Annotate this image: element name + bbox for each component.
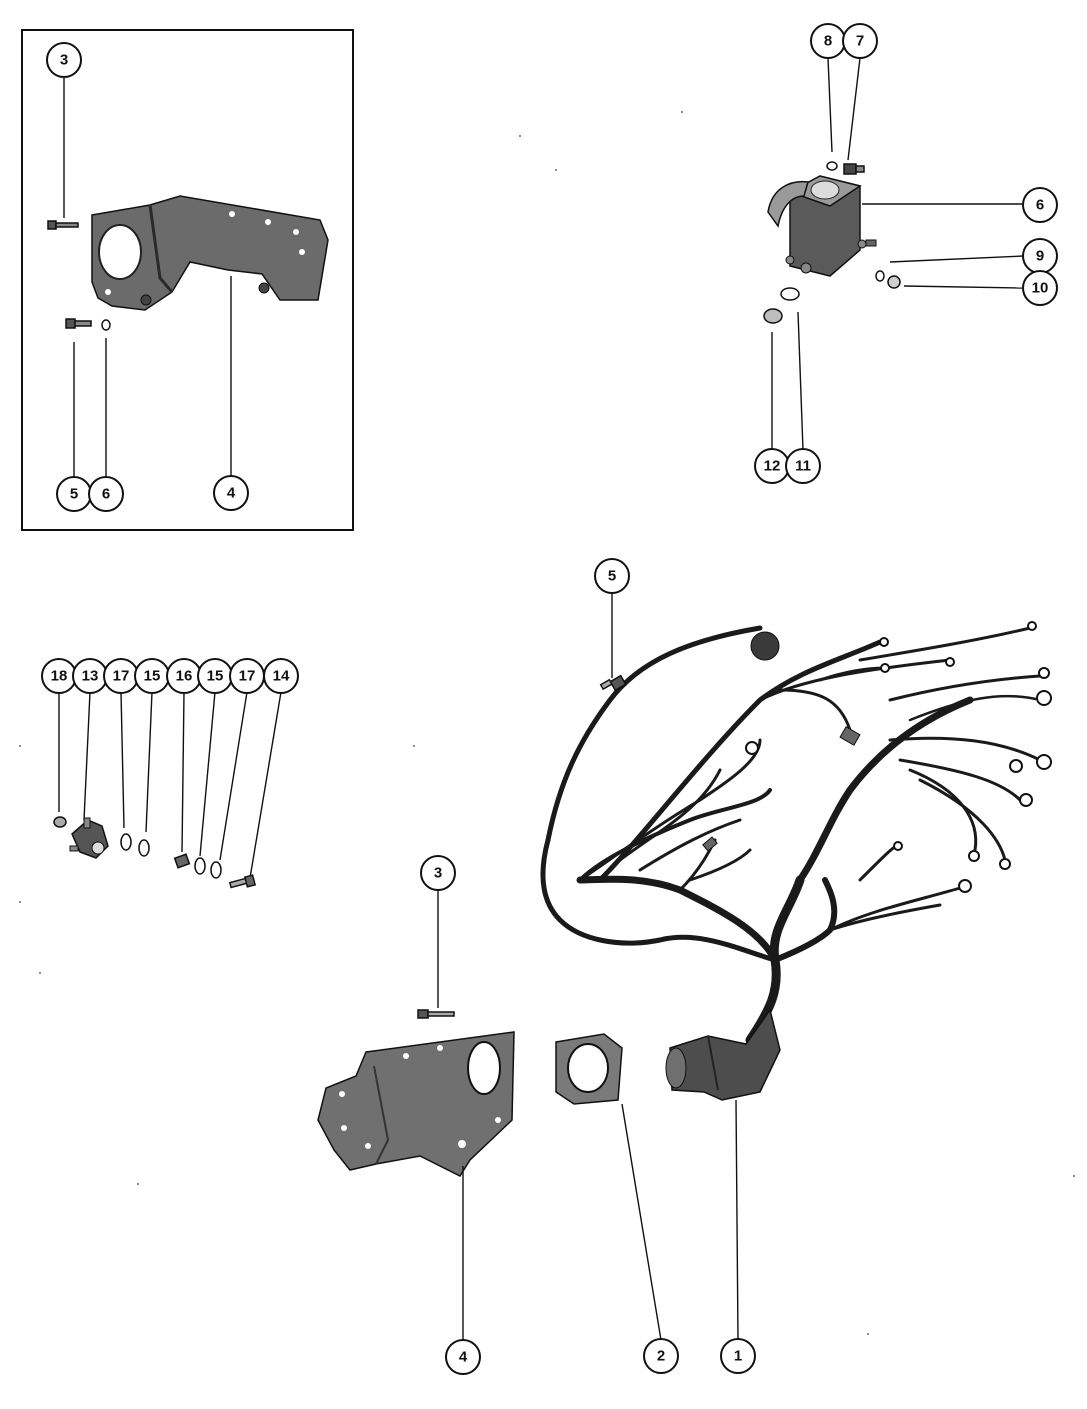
washer-15a-icon (138, 839, 150, 857)
solenoid-group: 8 7 6 9 10 12 11 (754, 23, 1058, 484)
svg-text:5: 5 (70, 486, 78, 503)
callout-bracket-3: 3 (420, 855, 456, 891)
svg-text:13: 13 (82, 668, 99, 685)
callout-harness-5: 5 (594, 558, 630, 594)
solenoid-washer-icon (826, 161, 838, 171)
plug-gasket-icon (555, 1033, 623, 1105)
svg-text:3: 3 (434, 865, 442, 882)
starter-solenoid-icon (767, 175, 877, 277)
washer-17b-icon (210, 861, 222, 879)
svg-text:8: 8 (824, 33, 832, 50)
terminal-nut-icon (887, 275, 901, 289)
callout-inset-5: 5 (56, 476, 92, 512)
svg-text:4: 4 (459, 1349, 468, 1366)
svg-text:11: 11 (795, 458, 811, 475)
callout-solenoid-6: 6 (1022, 187, 1058, 223)
screw-14-icon (228, 874, 257, 889)
svg-text:7: 7 (856, 33, 864, 50)
harness-grommet-icon (750, 631, 780, 661)
svg-text:10: 10 (1032, 280, 1049, 297)
ring-terminal-icons (745, 621, 1052, 893)
callout-solenoid-7: 7 (842, 23, 878, 59)
washer-15b-icon (194, 857, 206, 875)
callout-row-14: 14 (263, 658, 299, 694)
svg-text:4: 4 (227, 485, 236, 502)
stud-nut-icon (763, 308, 783, 324)
svg-text:5: 5 (608, 568, 616, 585)
wiring-harness-icon (540, 621, 1052, 1045)
svg-text:6: 6 (102, 486, 110, 503)
callout-solenoid-8: 8 (810, 23, 846, 59)
callout-row-15a: 15 (134, 658, 170, 694)
inset-border (21, 29, 354, 531)
svg-text:18: 18 (51, 668, 68, 685)
svg-text:15: 15 (144, 668, 161, 685)
inset-panel: 3 4 5 6 (21, 29, 354, 531)
svg-text:6: 6 (1036, 197, 1044, 214)
callout-solenoid-12: 12 (754, 448, 790, 484)
callout-row-15b: 15 (197, 658, 233, 694)
stud-washer-icon (780, 287, 800, 301)
callout-row-18: 18 (41, 658, 77, 694)
terminal-washer-icon (875, 270, 885, 282)
svg-text:12: 12 (764, 458, 781, 475)
callout-solenoid-10: 10 (1022, 270, 1058, 306)
svg-text:1: 1 (734, 1348, 742, 1365)
bracket-bolt-icon (65, 318, 92, 329)
solenoid-screw-icon (843, 163, 865, 175)
bracket-washer-icon (101, 319, 111, 331)
svg-text:16: 16 (176, 668, 193, 685)
bracket-screw-icon (47, 220, 79, 230)
svg-text:15: 15 (207, 668, 224, 685)
callout-row-17b: 17 (229, 658, 265, 694)
svg-text:9: 9 (1036, 248, 1044, 265)
washer-17a-icon (120, 833, 132, 851)
callout-plug-1: 1 (720, 1338, 756, 1374)
callout-row-16: 16 (166, 658, 202, 694)
plug-bracket-icon (317, 1031, 515, 1177)
callout-inset-4: 4 (213, 475, 249, 511)
svg-text:3: 3 (60, 52, 68, 69)
spacer-16-icon (173, 853, 191, 869)
terminal-block-icon (69, 817, 109, 859)
callout-inset-3: 3 (46, 42, 82, 78)
callout-row-13: 13 (72, 658, 108, 694)
callout-solenoid-11: 11 (785, 448, 821, 484)
svg-text:14: 14 (273, 668, 290, 685)
terminal-nut-small-icon (53, 816, 67, 828)
callout-gasket-2: 2 (643, 1338, 679, 1374)
svg-text:2: 2 (657, 1348, 665, 1365)
callout-bracket-4: 4 (445, 1339, 481, 1375)
plug-bracket-screw-icon (417, 1009, 455, 1019)
svg-text:17: 17 (239, 668, 256, 685)
terminal-block-group: 18 13 17 15 16 15 17 14 (41, 658, 299, 889)
callout-solenoid-9: 9 (1022, 238, 1058, 274)
harness-plug-icon (665, 1008, 781, 1101)
harness-screw-icon (599, 593, 627, 692)
svg-text:17: 17 (113, 668, 130, 685)
callout-row-17a: 17 (103, 658, 139, 694)
mounting-bracket-icon (91, 195, 329, 311)
scan-specks (19, 111, 1075, 1335)
callout-inset-6: 6 (88, 476, 124, 512)
